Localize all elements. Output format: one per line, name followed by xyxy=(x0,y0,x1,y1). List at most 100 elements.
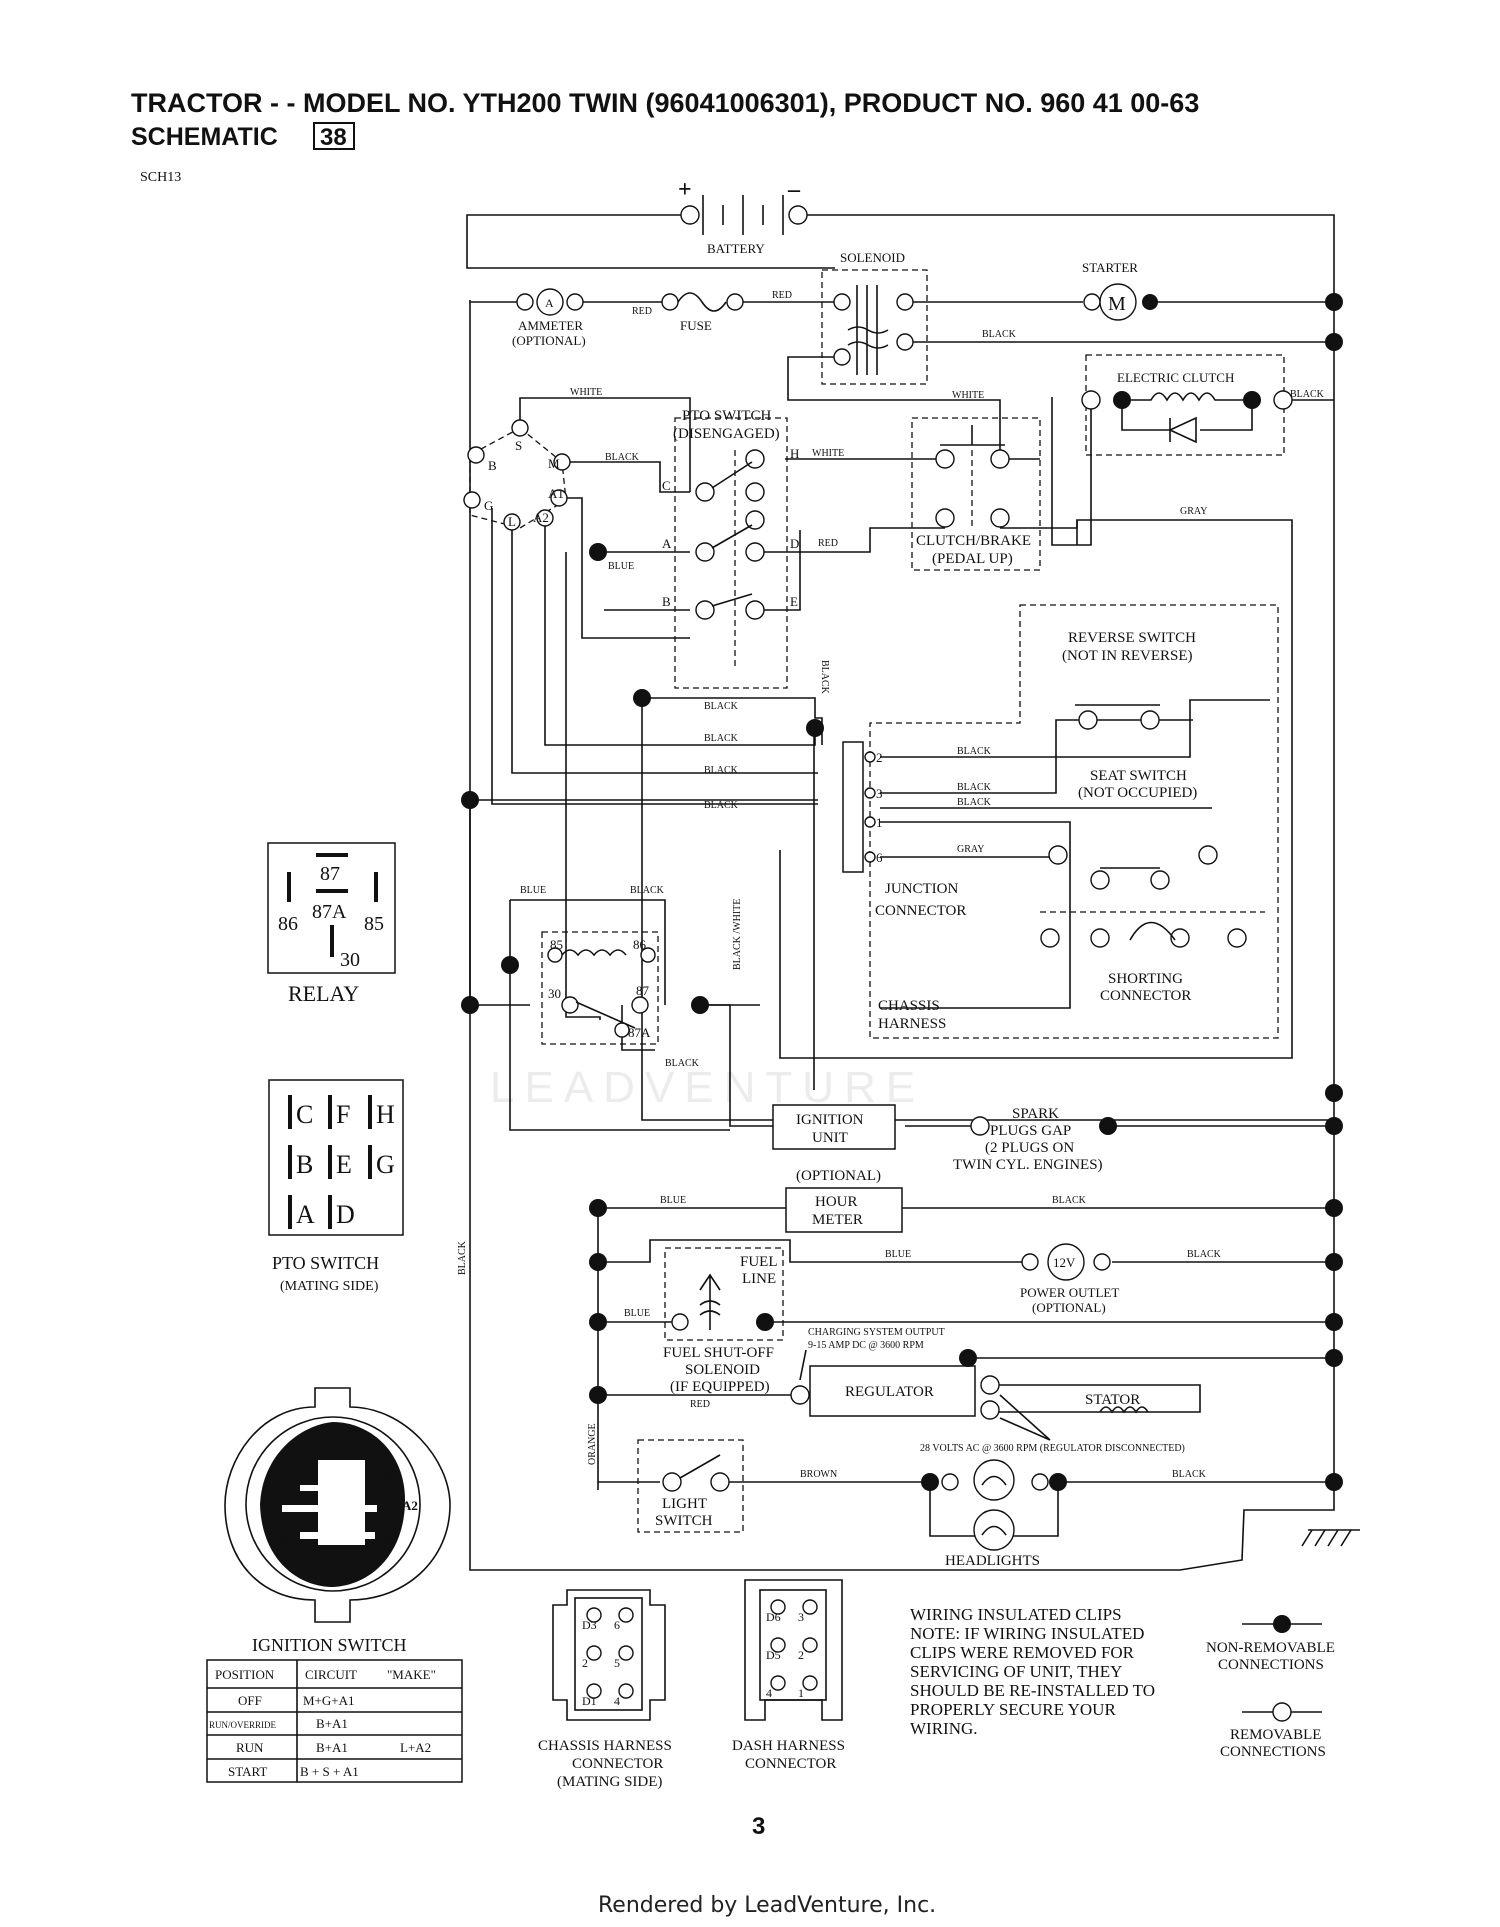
note-line: SERVICING OF UNIT, THEY xyxy=(910,1662,1122,1681)
pto-legend-pin-label: E xyxy=(336,1150,352,1179)
note-line: WIRING. xyxy=(910,1719,978,1738)
ignition-table: POSITION CIRCUIT "MAKE" OFF M+G+A1 RUN/O… xyxy=(206,1659,463,1783)
dash-pin-label: 4 xyxy=(766,1686,772,1700)
fuel-shutoff-label2: SOLENOID xyxy=(685,1362,760,1378)
ign-legend-s: S xyxy=(268,1501,276,1517)
wire-blue-1: BLUE xyxy=(608,561,634,572)
ignition-switch-schematic: B S M G A1 L A2 xyxy=(463,419,571,531)
ammeter-symbol: A xyxy=(545,296,554,310)
ign-legend-a1: A1 xyxy=(384,1466,400,1481)
hour-meter-optional: (OPTIONAL) xyxy=(796,1168,881,1184)
chassis-connector-caption2: CONNECTOR xyxy=(572,1756,663,1772)
pto-legend-pin-label: F xyxy=(336,1100,350,1129)
dash-pin xyxy=(770,1599,786,1615)
pto-legend-pin-label: G xyxy=(376,1150,395,1179)
hour-meter-label2: METER xyxy=(812,1212,863,1228)
junction-dots xyxy=(461,293,1343,1491)
stator-label: STATOR xyxy=(1085,1392,1140,1408)
dash-pin-label: 1 xyxy=(798,1686,804,1700)
legend-nonremovable1: NON-REMOVABLE xyxy=(1206,1640,1335,1656)
relay-legend-87a: 87A xyxy=(312,901,347,923)
ign-table-header-make: "MAKE" xyxy=(387,1667,436,1682)
junction-connector: 2 3 1 6 JUNCTION CONNECTOR xyxy=(842,741,966,919)
pto-term-e: E xyxy=(790,594,798,609)
charging-label2: 9-15 AMP DC @ 3600 RPM xyxy=(808,1340,924,1351)
ign-table-header-circuit: CIRCUIT xyxy=(305,1667,357,1682)
chassis-pin xyxy=(586,1683,602,1699)
schematic-number: 38 xyxy=(320,124,347,151)
wire-black-9: BLACK xyxy=(957,782,992,793)
light-switch-label2: SWITCH xyxy=(655,1513,713,1529)
chassis-pin-label: 6 xyxy=(614,1618,620,1632)
ground-symbol xyxy=(1301,1529,1360,1547)
wire-black-4: BLACK xyxy=(704,701,739,712)
ammeter: A AMMETER (OPTIONAL) xyxy=(512,288,586,348)
chassis-pin xyxy=(618,1645,634,1661)
pto-switch-label: PTO SWITCH xyxy=(682,408,771,424)
safety-module: REVERSE SWITCH (NOT IN REVERSE) SEAT SWI… xyxy=(869,604,1279,1039)
dash-pin xyxy=(770,1675,786,1691)
wire-white-3: WHITE xyxy=(812,448,844,459)
battery-plus: + xyxy=(678,177,692,203)
chassis-pin-label: 4 xyxy=(614,1694,620,1708)
ign-table-cell: RUN xyxy=(236,1740,264,1755)
pto-legend-pin-bar xyxy=(368,1095,372,1129)
chassis-pin-label: 2 xyxy=(582,1656,588,1670)
wire-black-10: BLACK xyxy=(957,797,992,808)
wire-gray-2: GRAY xyxy=(957,844,984,855)
clutch-brake-switch: CLUTCH/BRAKE (PEDAL UP) xyxy=(911,417,1041,571)
dash-connector-caption2: CONNECTOR xyxy=(745,1756,836,1772)
wire-brown: BROWN xyxy=(800,1469,837,1480)
ign-legend-m: M xyxy=(278,1533,292,1549)
wire-blue-5: BLUE xyxy=(624,1308,650,1319)
power-outlet-optional: (OPTIONAL) xyxy=(1032,1300,1106,1315)
ign-table-cell: START xyxy=(228,1764,267,1779)
relay-term-87: 87 xyxy=(636,983,650,998)
ign-legend-caption: IGNITION SWITCH xyxy=(252,1635,406,1655)
shorting-connector-label1: SHORTING xyxy=(1108,971,1183,987)
wire-black-5: BLACK xyxy=(704,733,739,744)
electric-clutch-label: ELECTRIC CLUTCH xyxy=(1117,370,1234,385)
relay-legend-86: 86 xyxy=(278,913,298,935)
chassis-harness-label2: HARNESS xyxy=(878,1016,946,1032)
dash-pin-label: D6 xyxy=(766,1610,781,1624)
fuel-shutoff-solenoid: FUEL LINE FUEL SHUT-OFF SOLENOID (IF EQU… xyxy=(663,1247,784,1395)
pto-switch-state: (DISENGAGED) xyxy=(673,426,780,442)
battery: + – BATTERY xyxy=(678,177,808,256)
seat-switch-label: SEAT SWITCH xyxy=(1090,768,1187,784)
ign-table-cell: M+G+A1 xyxy=(303,1693,355,1708)
ign-legend-g: G xyxy=(305,1434,317,1450)
wire-black-15: BLACK xyxy=(1172,1469,1207,1480)
spark-label1: SPARK xyxy=(1012,1106,1059,1122)
ign-legend-b: B xyxy=(383,1533,393,1549)
ign-table-header-position: POSITION xyxy=(215,1667,275,1682)
ignition-unit-label2: UNIT xyxy=(812,1130,848,1146)
solenoid-label: SOLENOID xyxy=(840,250,905,265)
pto-legend-pin-label: D xyxy=(336,1200,355,1229)
regulator-label: REGULATOR xyxy=(845,1384,934,1400)
pto-legend-pin-label: A xyxy=(296,1200,315,1229)
wire-black-vert-1: BLACK xyxy=(819,660,830,695)
dash-pin xyxy=(770,1637,786,1653)
ignition-unit-label1: IGNITION xyxy=(796,1112,864,1128)
pto-term-a: A xyxy=(662,536,672,551)
jc-pin-1: 1 xyxy=(876,815,883,830)
relay-term-30: 30 xyxy=(548,986,561,1001)
pto-legend-pin-bar xyxy=(328,1095,332,1129)
ammeter-optional: (OPTIONAL) xyxy=(512,333,586,348)
drawing-code: SCH13 xyxy=(140,170,181,185)
ign-legend-l: L xyxy=(333,1434,343,1450)
wire-white-1: WHITE xyxy=(570,387,602,398)
power-outlet: 12V POWER OUTLET (OPTIONAL) xyxy=(1020,1243,1119,1315)
relay-legend-85: 85 xyxy=(364,913,384,935)
electric-clutch: ELECTRIC CLUTCH xyxy=(1081,354,1293,456)
ign-term-b: B xyxy=(488,458,497,473)
ammeter-label: AMMETER xyxy=(518,318,583,333)
ign-table-cell: B+A1 xyxy=(316,1716,348,1731)
chassis-pin xyxy=(618,1607,634,1623)
headlights: HEADLIGHTS xyxy=(921,1459,1067,1569)
ign-term-a1: A1 xyxy=(548,486,564,501)
wire-black-11: BLACK xyxy=(630,885,665,896)
